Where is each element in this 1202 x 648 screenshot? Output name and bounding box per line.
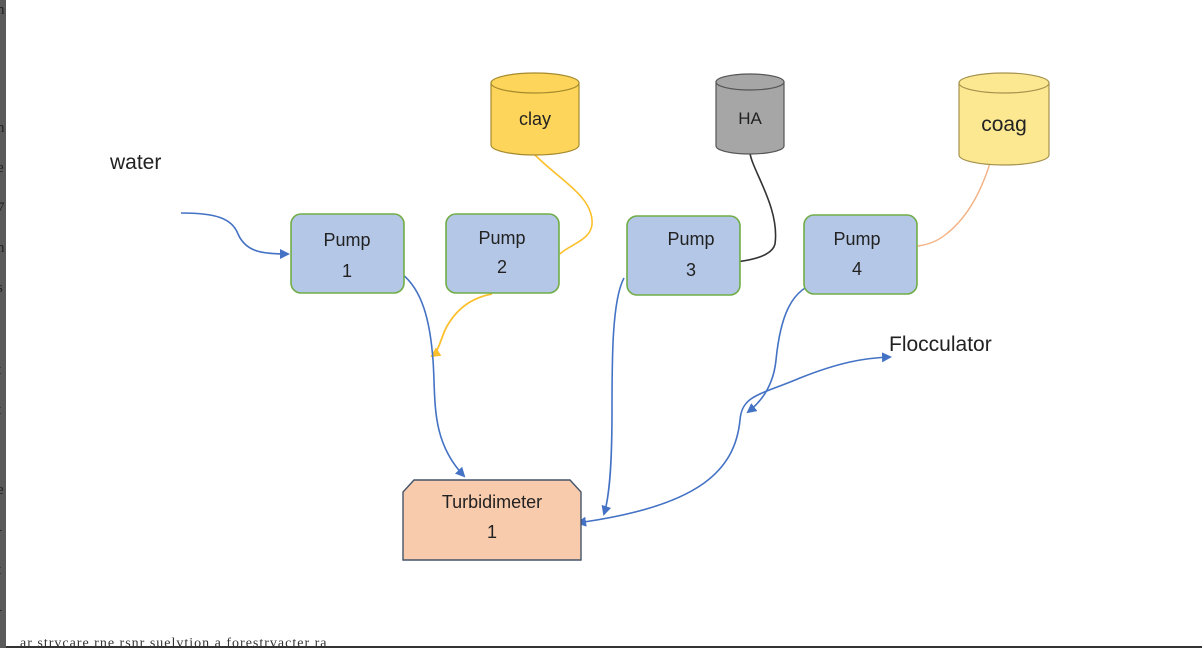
pump1-to-turbidimeter-line — [401, 273, 466, 478]
margin-fragment: e — [0, 482, 4, 498]
clay-tank-label: clay — [519, 109, 551, 129]
pump4-to-flocculator-line — [746, 281, 823, 414]
margin-fragment: - — [0, 602, 2, 619]
clay-tank: clay — [490, 72, 580, 156]
margin-fragment: 7 — [0, 200, 5, 216]
margin-fragment: s — [0, 280, 3, 297]
bottom-cut-off-text: ar strvcare rne rsnr suelvtion a forestr… — [20, 636, 328, 648]
pump-3-label: Pump — [667, 229, 714, 249]
turbidimeter-to-flocculator-line — [576, 352, 892, 527]
pump3-to-turbidimeter-line — [601, 277, 625, 516]
clay-feed-line — [534, 154, 593, 255]
page-bottom-border — [6, 646, 1202, 648]
turbidimeter-label: Turbidimeter — [442, 492, 542, 512]
flocculator-label: Flocculator — [889, 333, 992, 356]
ha-tank: HA — [715, 73, 785, 155]
pump-2-number: 2 — [497, 257, 507, 277]
pump-3: Pump 3 — [626, 215, 741, 296]
coag-feed-line — [917, 162, 991, 247]
pump-1: Pump 1 — [290, 213, 405, 294]
ha-feed-line — [735, 152, 777, 263]
pump-2-label: Pump — [478, 228, 525, 248]
pump-4-number: 4 — [852, 259, 862, 279]
margin-fragment: t — [0, 562, 1, 579]
water-inlet-line — [180, 212, 290, 259]
pump-1-number: 1 — [342, 261, 352, 281]
water-label: water — [109, 151, 161, 174]
left-margin-text-fragments: n n e 7 n s t t e - t - — [0, 0, 10, 648]
margin-fragment: t — [0, 402, 1, 419]
coag-tank-label: coag — [981, 113, 1027, 136]
pump2-to-mixer-line — [430, 293, 493, 358]
turbidimeter-1: Turbidimeter 1 — [402, 479, 582, 561]
coag-tank: coag — [958, 72, 1050, 166]
pump-1-label: Pump — [323, 230, 370, 250]
pump-2: Pump 2 — [445, 213, 560, 294]
turbidimeter-number: 1 — [487, 522, 497, 542]
pump-4: Pump 4 — [803, 214, 918, 295]
pump-4-label: Pump — [833, 229, 880, 249]
ha-tank-label: HA — [738, 109, 762, 128]
margin-fragment: - — [0, 522, 2, 539]
margin-fragment: n — [0, 120, 5, 136]
pump-3-number: 3 — [686, 260, 696, 280]
left-page-gutter — [0, 0, 6, 648]
margin-fragment: n — [0, 2, 5, 18]
margin-fragment: n — [0, 240, 5, 256]
margin-fragment: t — [0, 362, 1, 379]
margin-fragment: e — [0, 160, 4, 176]
